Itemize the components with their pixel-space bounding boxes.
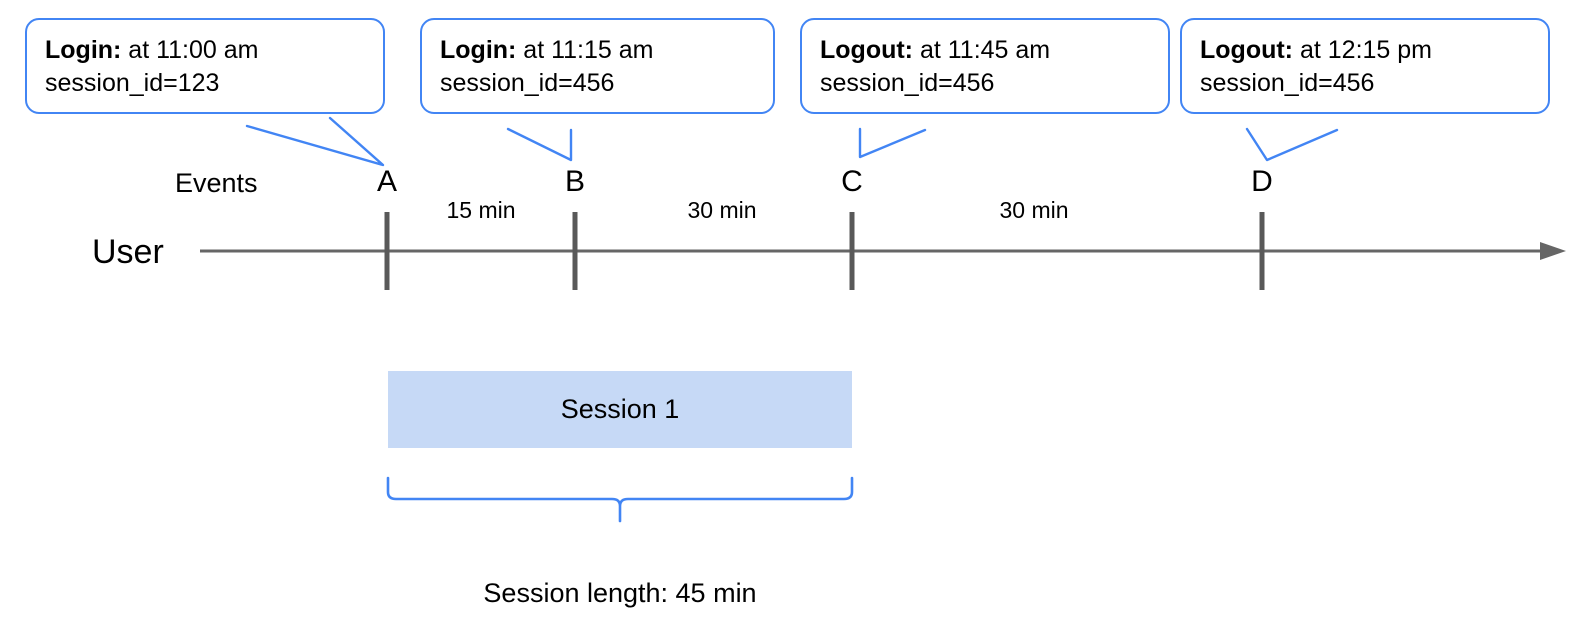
callout-D-line1: Logout: at 12:15 pm: [1200, 34, 1530, 67]
session-bar-label: Session 1: [560, 394, 680, 424]
callout-D-detail: session_id=456: [1200, 69, 1375, 97]
timeline-axis-arrowhead: [1540, 242, 1566, 260]
callout-event-C: Logout: at 11:45 am session_id=456: [800, 18, 1170, 114]
event-letter-A: A: [376, 165, 398, 198]
callout-A-time: at 11:00 am: [121, 36, 259, 64]
callout-C-line1: Logout: at 11:45 am: [820, 34, 1150, 67]
callout-B-detail: session_id=456: [440, 69, 615, 97]
callout-D-time: at 12:15 pm: [1293, 36, 1432, 64]
callout-D-title: Logout:: [1200, 36, 1294, 64]
event-letter-D: D: [1251, 165, 1273, 198]
callout-A-title: Login:: [45, 36, 122, 64]
callout-A-line1: Login: at 11:00 am: [45, 34, 365, 67]
callout-B-line1: Login: at 11:15 am: [440, 34, 755, 67]
callout-A-detail: session_id=123: [45, 69, 220, 97]
callout-event-D: Logout: at 12:15 pm session_id=456: [1180, 18, 1550, 114]
callout-C-detail: session_id=456: [820, 69, 995, 97]
callout-B-title: Login:: [440, 36, 517, 64]
row-label-events: Events: [175, 168, 258, 198]
session-brace: [386, 476, 854, 523]
event-letter-B: B: [564, 165, 586, 198]
duration-label-B-C: 30 min: [687, 197, 757, 223]
event-letter-C: C: [841, 165, 863, 198]
row-label-user: User: [92, 233, 164, 271]
callout-B-time: at 11:15 am: [516, 36, 654, 64]
duration-label-C-D: 30 min: [999, 197, 1069, 223]
callout-C-time: at 11:45 am: [913, 36, 1051, 64]
session-length-caption: Session length: 45 min: [483, 578, 757, 608]
session-bar: Session 1: [388, 371, 852, 448]
callout-event-A: Login: at 11:00 am session_id=123: [25, 18, 385, 114]
callout-C-title: Logout:: [820, 36, 914, 64]
duration-label-A-B: 15 min: [446, 197, 516, 223]
callout-event-B: Login: at 11:15 am session_id=456: [420, 18, 775, 114]
